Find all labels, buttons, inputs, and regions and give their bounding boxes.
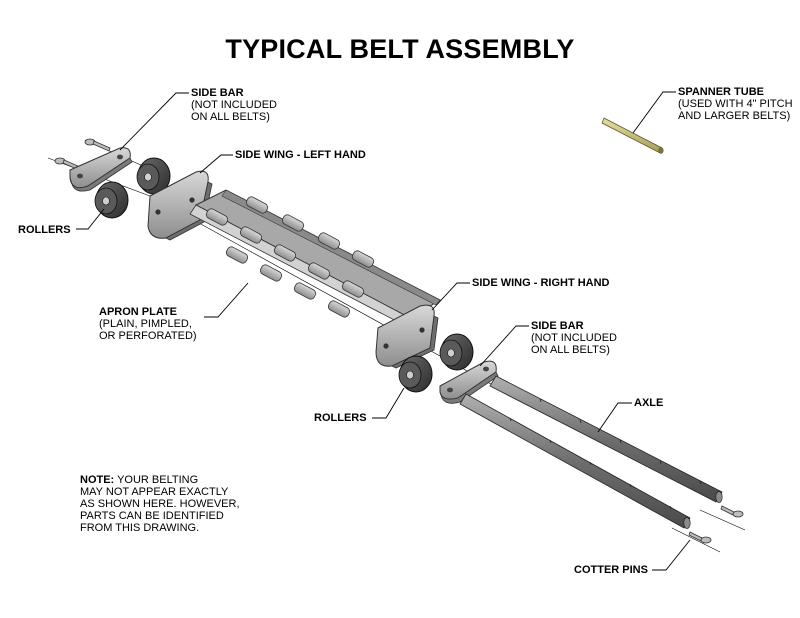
roller-right-front	[398, 355, 433, 393]
label-apron-plate: APRON PLATE (PLAIN, PIMPLED, OR PERFORAT…	[99, 306, 197, 342]
label-side-wing-left-name: SIDE WING - LEFT HAND	[235, 149, 366, 161]
apron-plate	[189, 189, 442, 325]
note-line-3: PARTS CAN BE IDENTIFIED	[80, 510, 224, 522]
label-rollers-left-name: ROLLERS	[18, 224, 71, 236]
note-first-line: NOTE: YOUR BELTING	[80, 474, 240, 486]
cotter-pin-left-upper	[84, 138, 111, 152]
label-spanner-tube: SPANNER TUBE (USED WITH 4" PITCH AND LAR…	[678, 86, 793, 122]
label-side-bar-top: SIDE BAR (NOT INCLUDED ON ALL BELTS)	[191, 87, 277, 123]
label-rollers-right-name: ROLLERS	[314, 412, 367, 424]
label-axle-name: AXLE	[634, 397, 664, 409]
label-spanner-tube-name: SPANNER TUBE	[678, 86, 764, 98]
leader-lines	[76, 91, 691, 571]
note-line-1: MAY NOT APPEAR EXACTLY	[80, 486, 229, 498]
drawing-note: NOTE: YOUR BELTING MAY NOT APPEAR EXACTL…	[80, 474, 240, 534]
label-cotter-pins: COTTER PINS	[574, 564, 648, 576]
side-wing-right	[375, 304, 439, 369]
label-side-wing-right-name: SIDE WING - RIGHT HAND	[472, 277, 610, 289]
apron-hinge-knuckles	[205, 196, 375, 318]
label-side-bar-right-line1: (NOT INCLUDED	[531, 332, 617, 344]
roller-left-front	[94, 181, 129, 219]
label-side-wing-left: SIDE WING - LEFT HAND	[235, 149, 366, 161]
label-side-bar-right-line2: ON ALL BELTS)	[531, 344, 610, 356]
label-apron-plate-line2: OR PERFORATED)	[99, 330, 197, 342]
cotter-pin-right-upper	[720, 505, 744, 518]
label-side-bar-top-line2: ON ALL BELTS)	[191, 111, 270, 123]
label-side-bar-right-name: SIDE BAR	[531, 320, 584, 332]
label-cotter-pins-name: COTTER PINS	[574, 564, 648, 576]
roller-left-rear	[136, 157, 171, 195]
spanner-tube	[601, 117, 664, 154]
axle-lower	[459, 393, 691, 529]
note-line-4: FROM THIS DRAWING.	[80, 522, 200, 534]
label-side-bar-top-line1: (NOT INCLUDED	[191, 99, 277, 111]
label-side-bar-right: SIDE BAR (NOT INCLUDED ON ALL BELTS)	[531, 320, 617, 356]
label-rollers-right: ROLLERS	[314, 412, 367, 424]
note-first-text: YOUR BELTING	[114, 474, 199, 486]
cotter-pin-right-lower	[688, 531, 712, 544]
page-title: TYPICAL BELT ASSEMBLY	[225, 34, 575, 64]
label-side-bar-top-name: SIDE BAR	[191, 87, 244, 99]
label-apron-plate-name: APRON PLATE	[99, 306, 178, 318]
side-bar-left	[69, 147, 133, 192]
note-line-2: AS SHOWN HERE. HOWEVER,	[80, 498, 240, 510]
label-spanner-tube-line2: AND LARGER BELTS)	[678, 110, 791, 122]
roller-right-rear	[439, 333, 474, 371]
note-label: NOTE:	[80, 474, 115, 486]
label-axle: AXLE	[634, 397, 663, 409]
label-rollers-left: ROLLERS	[18, 224, 71, 236]
label-apron-plate-line1: (PLAIN, PIMPLED,	[99, 318, 192, 330]
axle-upper	[489, 375, 723, 503]
label-side-wing-right: SIDE WING - RIGHT HAND	[472, 277, 610, 289]
side-bar-right	[439, 360, 499, 404]
label-spanner-tube-line1: (USED WITH 4" PITCH	[678, 98, 793, 110]
